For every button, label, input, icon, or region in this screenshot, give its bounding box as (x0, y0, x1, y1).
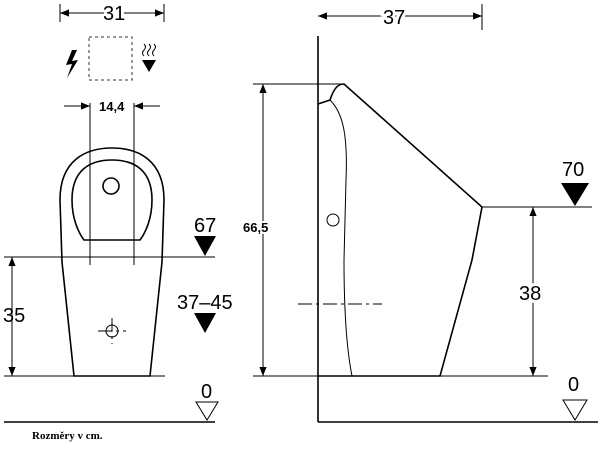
floor-level-front-label: 0 (201, 381, 212, 403)
floor-marker-front (195, 401, 219, 421)
total-height-label: 66,5 (243, 220, 268, 235)
urinal-front-outline (59, 147, 165, 377)
electricity-icon (66, 50, 78, 78)
width-label: 31 (103, 3, 125, 25)
height-marker-67 (194, 236, 216, 256)
mount-height-label: 35 (3, 305, 25, 327)
water-flow-icon (142, 43, 156, 72)
height-marker-70 (561, 183, 589, 206)
outlet-circle (102, 177, 120, 195)
urinal-inner-profile (329, 99, 353, 377)
rim-height-label: 38 (519, 283, 541, 305)
fixing-height-label: 67 (194, 215, 216, 237)
bowl-opening (71, 159, 153, 241)
dimensions-caption: Rozměry v cm. (32, 430, 103, 442)
sensor-window (88, 36, 133, 81)
rim-mark-label: 70 (562, 159, 584, 181)
inlet-spacing-label: 14,4 (99, 99, 125, 114)
outlet-height-label: 37–45 (177, 292, 233, 314)
urinal-side-outline (317, 83, 483, 377)
side-inlet-circle (326, 213, 340, 227)
side-view: 0 37 66,5 38 70 (241, 4, 598, 423)
floor-level-side-label: 0 (568, 374, 579, 396)
height-marker-outlet (194, 313, 216, 333)
front-view: 31 14,4 67 37–45 35 0 (3, 0, 233, 423)
depth-label: 37 (383, 7, 405, 29)
floor-marker-side (562, 399, 588, 421)
